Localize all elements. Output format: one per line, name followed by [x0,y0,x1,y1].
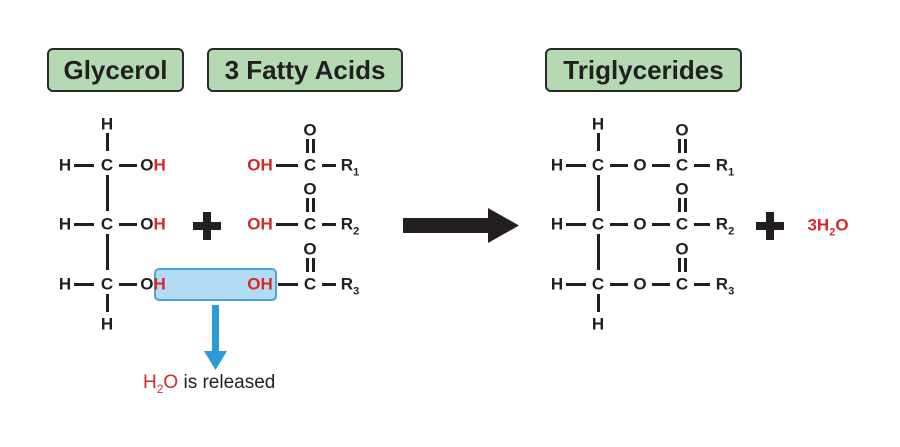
bond [119,283,137,286]
hydroxyl-group: OH [247,155,273,175]
bond [322,283,336,286]
water-product: 3H2O [807,215,849,239]
r-group-2: R2 [715,214,735,238]
hydroxyl-group: OH [247,274,273,294]
atom-c: C [303,155,317,175]
bond [119,223,137,226]
atom-h: H [100,114,114,134]
atom-h: H [550,274,564,294]
atom-h: H [591,314,605,334]
bond [694,283,710,286]
arrow-down-icon [204,305,227,370]
bond [106,133,109,151]
atom-o: O [633,155,647,175]
atom-o: O [633,214,647,234]
water-released-note: H2O is released [143,372,276,396]
bond [694,223,710,226]
glycerol-label: Glycerol [47,48,184,92]
atom-h: H [550,214,564,234]
double-bond [678,198,681,212]
atom-h: H [58,274,72,294]
bond [74,283,94,286]
atom-h: H [591,114,605,134]
bond [597,234,600,270]
atom-c: C [303,214,317,234]
r-group-3: R3 [715,274,735,298]
double-bond [312,139,315,153]
double-bond [306,258,309,272]
r-group-2: R2 [340,214,360,238]
atom-c: C [100,155,114,175]
double-bond [306,139,309,153]
bond [652,223,670,226]
hydroxyl-group: OH [247,214,273,234]
atom-c: C [675,155,689,175]
double-bond [684,258,687,272]
atom-c: C [303,274,317,294]
reaction-arrow-icon [403,208,519,243]
bond [322,223,336,226]
atom-h: H [58,214,72,234]
atom-c: C [100,214,114,234]
bond [597,133,600,151]
bond [74,223,94,226]
atom-o: O [303,120,317,140]
atom-o: O [675,179,689,199]
double-bond [684,139,687,153]
atom-o: O [303,179,317,199]
bond [278,283,298,286]
r-group-1: R1 [715,155,735,179]
double-bond [312,258,315,272]
bond [610,283,628,286]
atom-c: C [675,274,689,294]
double-bond [306,198,309,212]
bond [610,164,628,167]
double-bond [684,198,687,212]
triglycerides-label: Triglycerides [545,48,742,92]
bond [276,223,298,226]
bond [652,164,670,167]
double-bond [678,258,681,272]
r-group-1: R1 [340,155,360,179]
bond [694,164,710,167]
atom-c: C [591,214,605,234]
water-removal-highlight [154,268,277,301]
atom-c: C [591,155,605,175]
double-bond [312,198,315,212]
bond [74,164,94,167]
atom-h: H [100,314,114,334]
atom-o: O [675,239,689,259]
bond [566,164,586,167]
double-bond [678,139,681,153]
hydroxyl-group: OH [140,214,166,234]
bond [106,294,109,312]
atom-o: O [633,274,647,294]
bond [119,164,137,167]
bond [652,283,670,286]
plus-icon [756,212,784,240]
bond [276,164,298,167]
bond [610,223,628,226]
atom-h: H [550,155,564,175]
hydroxyl-group: OH [140,274,166,294]
bond [566,283,586,286]
bond [597,175,600,211]
bond [566,223,586,226]
hydroxyl-group: OH [140,155,166,175]
atom-c: C [100,274,114,294]
bond [106,175,109,211]
atom-c: C [591,274,605,294]
atom-o: O [303,239,317,259]
atom-c: C [675,214,689,234]
fatty-acids-label: 3 Fatty Acids [207,48,403,92]
plus-icon [193,212,221,240]
bond [322,164,336,167]
bond [106,234,109,270]
r-group-3: R3 [340,274,360,298]
atom-o: O [675,120,689,140]
bond [597,294,600,312]
atom-h: H [58,155,72,175]
